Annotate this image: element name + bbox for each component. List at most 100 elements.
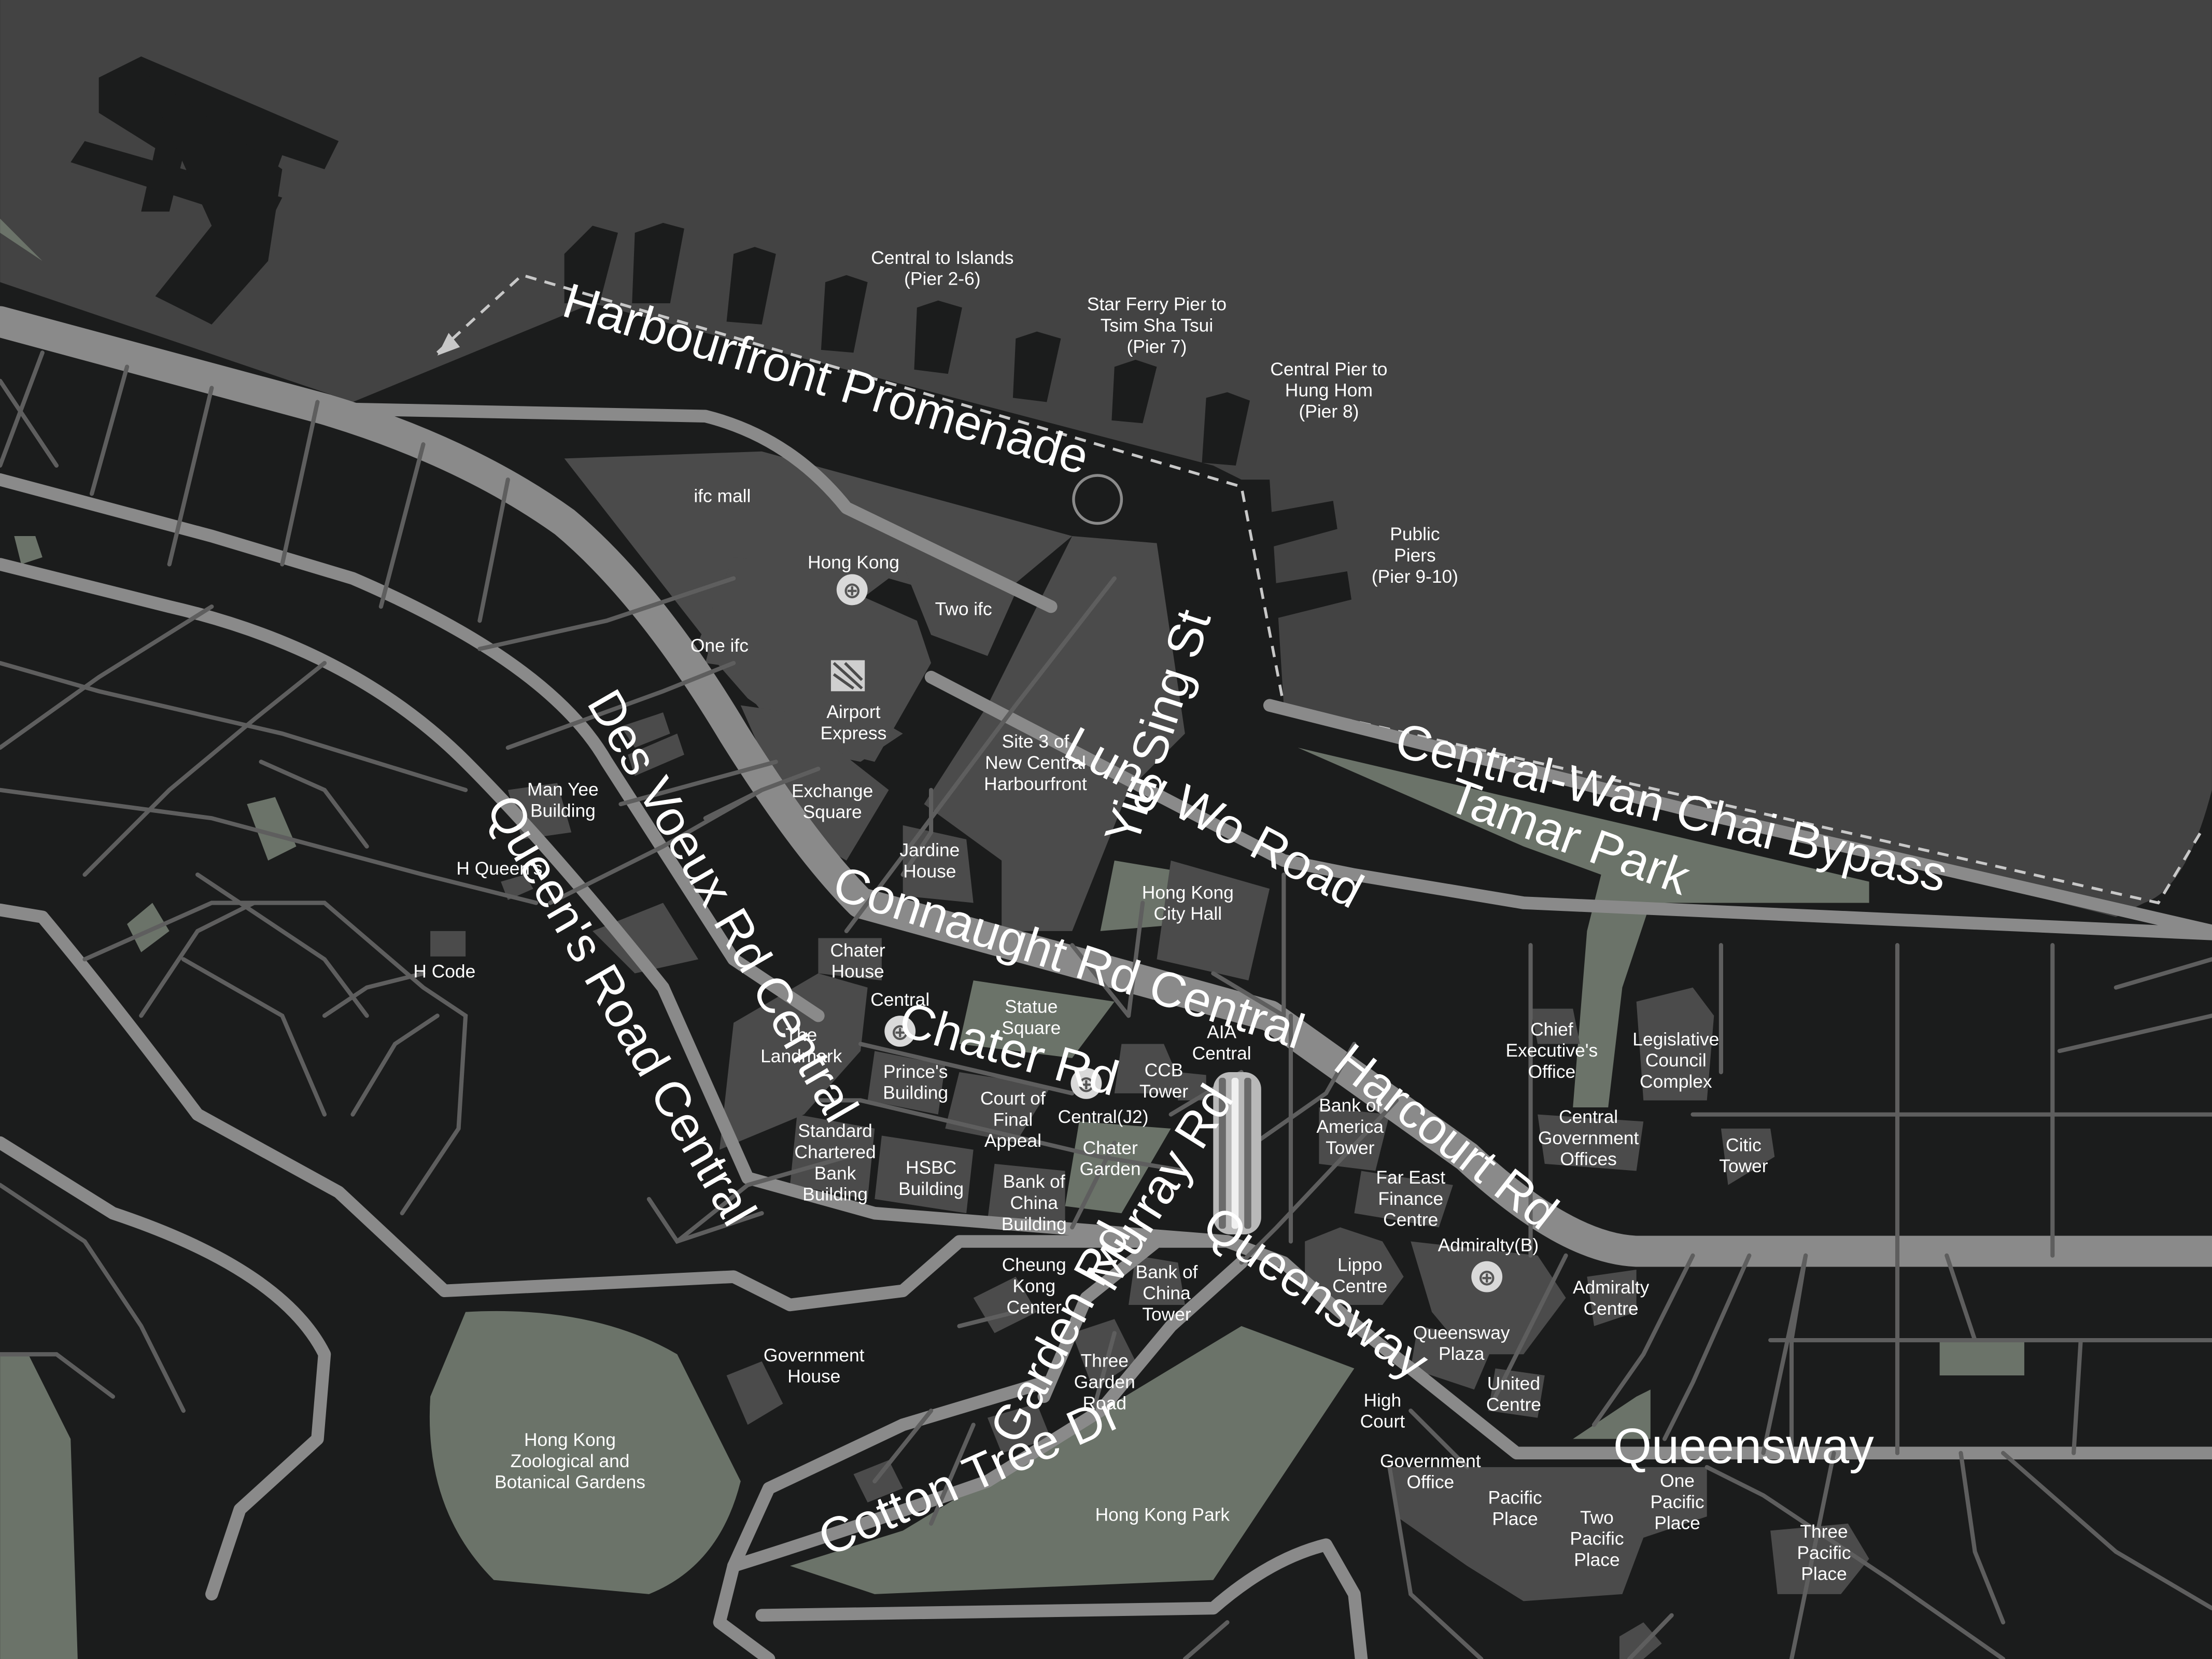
west-road <box>0 1136 331 1601</box>
harbourfront-promenade-road <box>346 402 1058 613</box>
statue-square <box>959 980 1115 1058</box>
label-h-queens[interactable]: H Queen's <box>456 859 542 879</box>
pier-roundabout <box>1072 474 1123 525</box>
legco-building <box>1636 987 1714 1101</box>
pacific-place-complex <box>1389 1467 1707 1601</box>
mtr-icon-central-j2[interactable]: ⊕ <box>1070 1067 1102 1099</box>
label-two-ifc[interactable]: Two ifc <box>935 599 992 619</box>
svg-text:⊕: ⊕ <box>891 1019 909 1045</box>
hk-park-path <box>755 1538 1368 1659</box>
tamar-park <box>1298 748 1869 1108</box>
place-labels: Central to Islands(Pier 2-6) Star Ferry … <box>413 248 1851 1584</box>
west-park <box>0 1354 78 1659</box>
direction-arrow-icon <box>437 333 460 356</box>
hsbc-building <box>875 1135 974 1214</box>
svg-text:⊕: ⊕ <box>1477 1265 1496 1291</box>
queensway-road <box>1221 1235 2212 1459</box>
landmark-building <box>719 973 868 1150</box>
aia-central-landmark-icon[interactable] <box>1213 1072 1261 1234</box>
label-central-j2[interactable]: Central(J2) <box>1058 1107 1149 1127</box>
city-hall-building <box>1157 860 1270 981</box>
mtr-icon-admiralty[interactable]: ⊕ <box>1471 1261 1503 1292</box>
airport-express-icon[interactable] <box>830 660 865 692</box>
princes-building <box>867 1051 946 1115</box>
label-pier-islands[interactable]: Central to Islands(Pier 2-6) <box>871 248 1013 289</box>
pier-structures <box>71 56 1351 621</box>
label-hong-kong-station[interactable]: Hong Kong <box>808 553 899 573</box>
label-admiralty-b[interactable]: Admiralty(B) <box>1438 1235 1539 1256</box>
central-wanchai-bypass <box>1263 699 2212 938</box>
standard-chartered-building <box>790 1114 875 1199</box>
harbourfront-promenade-path <box>436 273 2202 905</box>
harbour-water <box>0 0 2212 917</box>
label-h-code[interactable]: H Code <box>413 962 475 982</box>
lippo-building <box>1305 1227 1404 1305</box>
zoo-road-south <box>713 1559 776 1659</box>
cotton-tree-lower <box>727 1376 1051 1572</box>
major-roads <box>0 306 2212 1659</box>
upper-albert-road <box>0 903 1234 1312</box>
parks <box>0 218 2024 1659</box>
svg-text:⊕: ⊕ <box>842 578 861 604</box>
buildings <box>430 451 1869 1659</box>
label-hk-park[interactable]: Hong Kong Park <box>1095 1505 1230 1525</box>
exchange-square-building <box>740 705 889 861</box>
ccb-building <box>1114 1044 1185 1093</box>
garden-road <box>1037 1235 1163 1403</box>
boc-building <box>987 1163 1065 1228</box>
svg-text:⊕: ⊕ <box>1077 1072 1095 1098</box>
queens-road-central <box>0 558 1234 1248</box>
chater-house-building <box>818 938 882 981</box>
label-ifc-mall[interactable]: ifc mall <box>694 486 751 507</box>
label-central-station[interactable]: Central <box>870 990 929 1010</box>
mtr-icon-hong-kong[interactable]: ⊕ <box>836 574 868 606</box>
site3-building <box>924 536 1185 931</box>
label-one-ifc[interactable]: One ifc <box>691 636 749 656</box>
road-label-queensway-2: Queensway <box>1613 1419 1874 1474</box>
mtr-icon-central[interactable]: ⊕ <box>884 1016 916 1047</box>
